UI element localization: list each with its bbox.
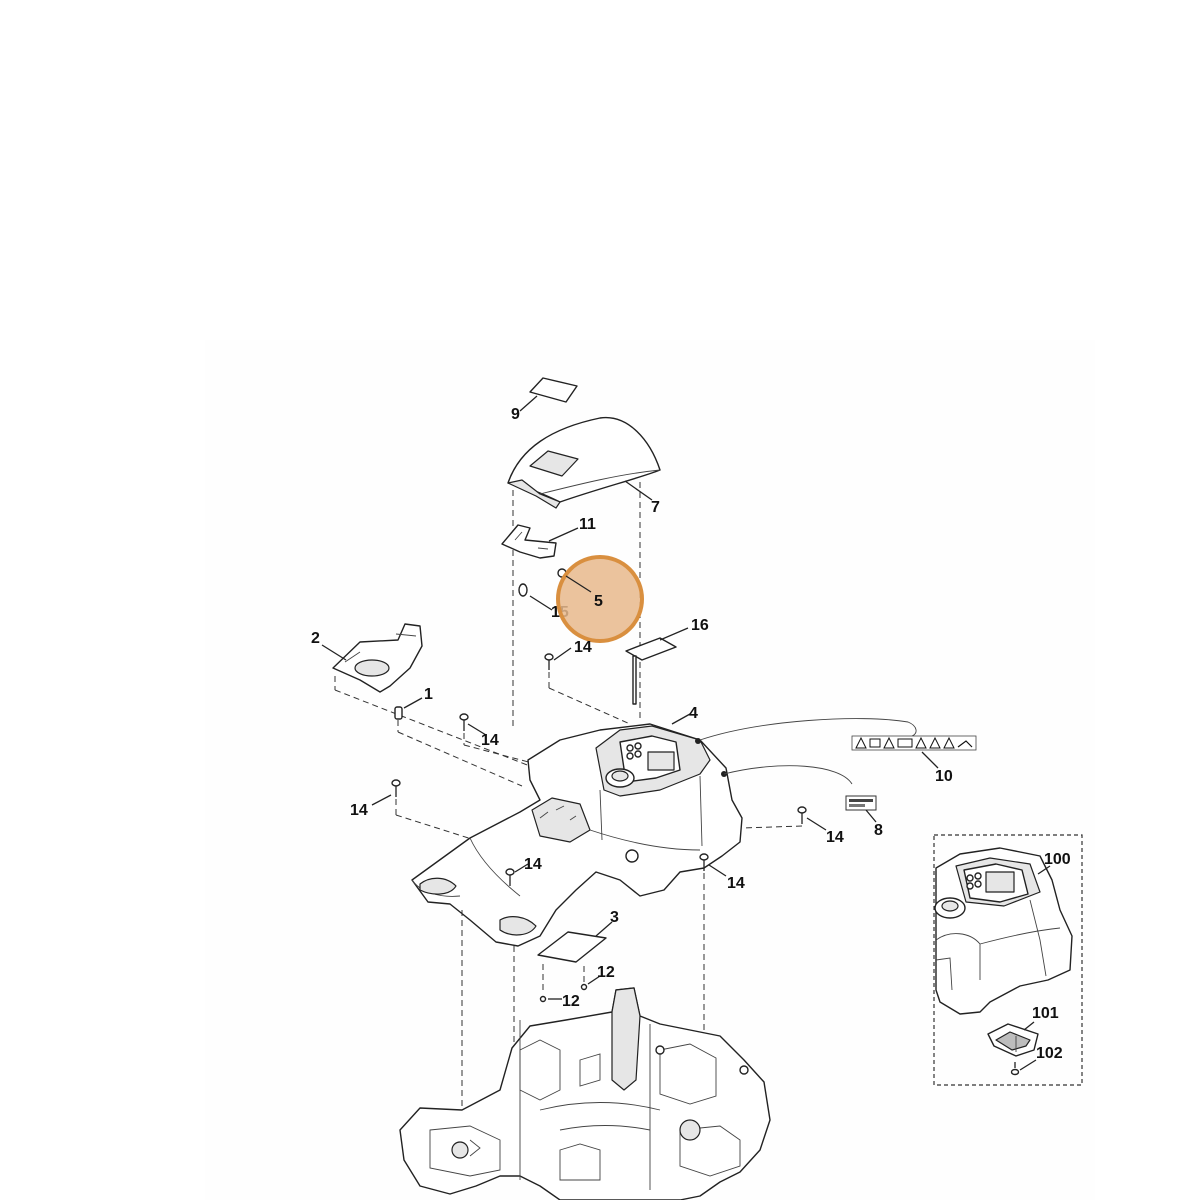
callout-8: 8	[874, 822, 883, 839]
screw-102-variant[interactable]	[1010, 1062, 1020, 1076]
screw-14-far-left[interactable]	[391, 779, 401, 797]
screw-12-left[interactable]	[539, 995, 547, 1003]
callout-10: 10	[935, 768, 953, 785]
callout-12-a: 12	[597, 964, 615, 981]
part-15-pin[interactable]	[518, 583, 528, 597]
callout-16: 16	[691, 617, 709, 634]
callout-7: 7	[651, 499, 660, 516]
highlight-circle[interactable]	[556, 555, 644, 643]
callout-3: 3	[610, 909, 619, 926]
callout-12-b: 12	[562, 993, 580, 1010]
part-9-label-plate[interactable]	[529, 377, 578, 403]
screw-14-center[interactable]	[505, 868, 515, 886]
callout-9: 9	[511, 406, 520, 423]
screw-14-right-lower[interactable]	[699, 853, 709, 871]
callout-14-b: 14	[481, 732, 499, 749]
screw-14-left-upper[interactable]	[459, 713, 469, 731]
callout-14-c: 14	[350, 802, 368, 819]
callout-14-d: 14	[826, 829, 844, 846]
callout-1: 1	[424, 686, 433, 703]
callout-4: 4	[689, 705, 698, 722]
part-10-warning-label[interactable]	[851, 735, 977, 751]
part-2-plate[interactable]	[332, 623, 423, 693]
callout-2: 2	[311, 630, 320, 647]
part-11-bracket[interactable]	[501, 524, 557, 559]
callout-101: 101	[1032, 1005, 1059, 1022]
callout-100: 100	[1044, 851, 1071, 868]
part-101-bracket-variant[interactable]	[987, 1023, 1039, 1057]
part-3-gasket[interactable]	[537, 931, 607, 963]
callout-11: 11	[579, 516, 596, 533]
screw-14-right-upper[interactable]	[797, 806, 807, 824]
part-1-sleeve[interactable]	[394, 706, 403, 720]
callout-14-e: 14	[727, 875, 745, 892]
screw-14-top[interactable]	[544, 653, 554, 670]
inset-variant-box	[933, 834, 1083, 1086]
callout-102: 102	[1036, 1045, 1063, 1062]
part-8-small-label[interactable]	[845, 795, 877, 811]
screw-12-right[interactable]	[580, 983, 588, 991]
part-4-main-housing[interactable]	[411, 723, 743, 947]
part-100-housing-variant[interactable]	[934, 847, 1073, 1015]
chassis-frame	[399, 987, 771, 1200]
callout-14-a: 14	[574, 639, 592, 656]
callout-14-f: 14	[524, 856, 542, 873]
part-16-tag[interactable]	[625, 637, 677, 705]
callout-5: 5	[594, 593, 603, 610]
part-7-cover[interactable]	[507, 416, 661, 509]
